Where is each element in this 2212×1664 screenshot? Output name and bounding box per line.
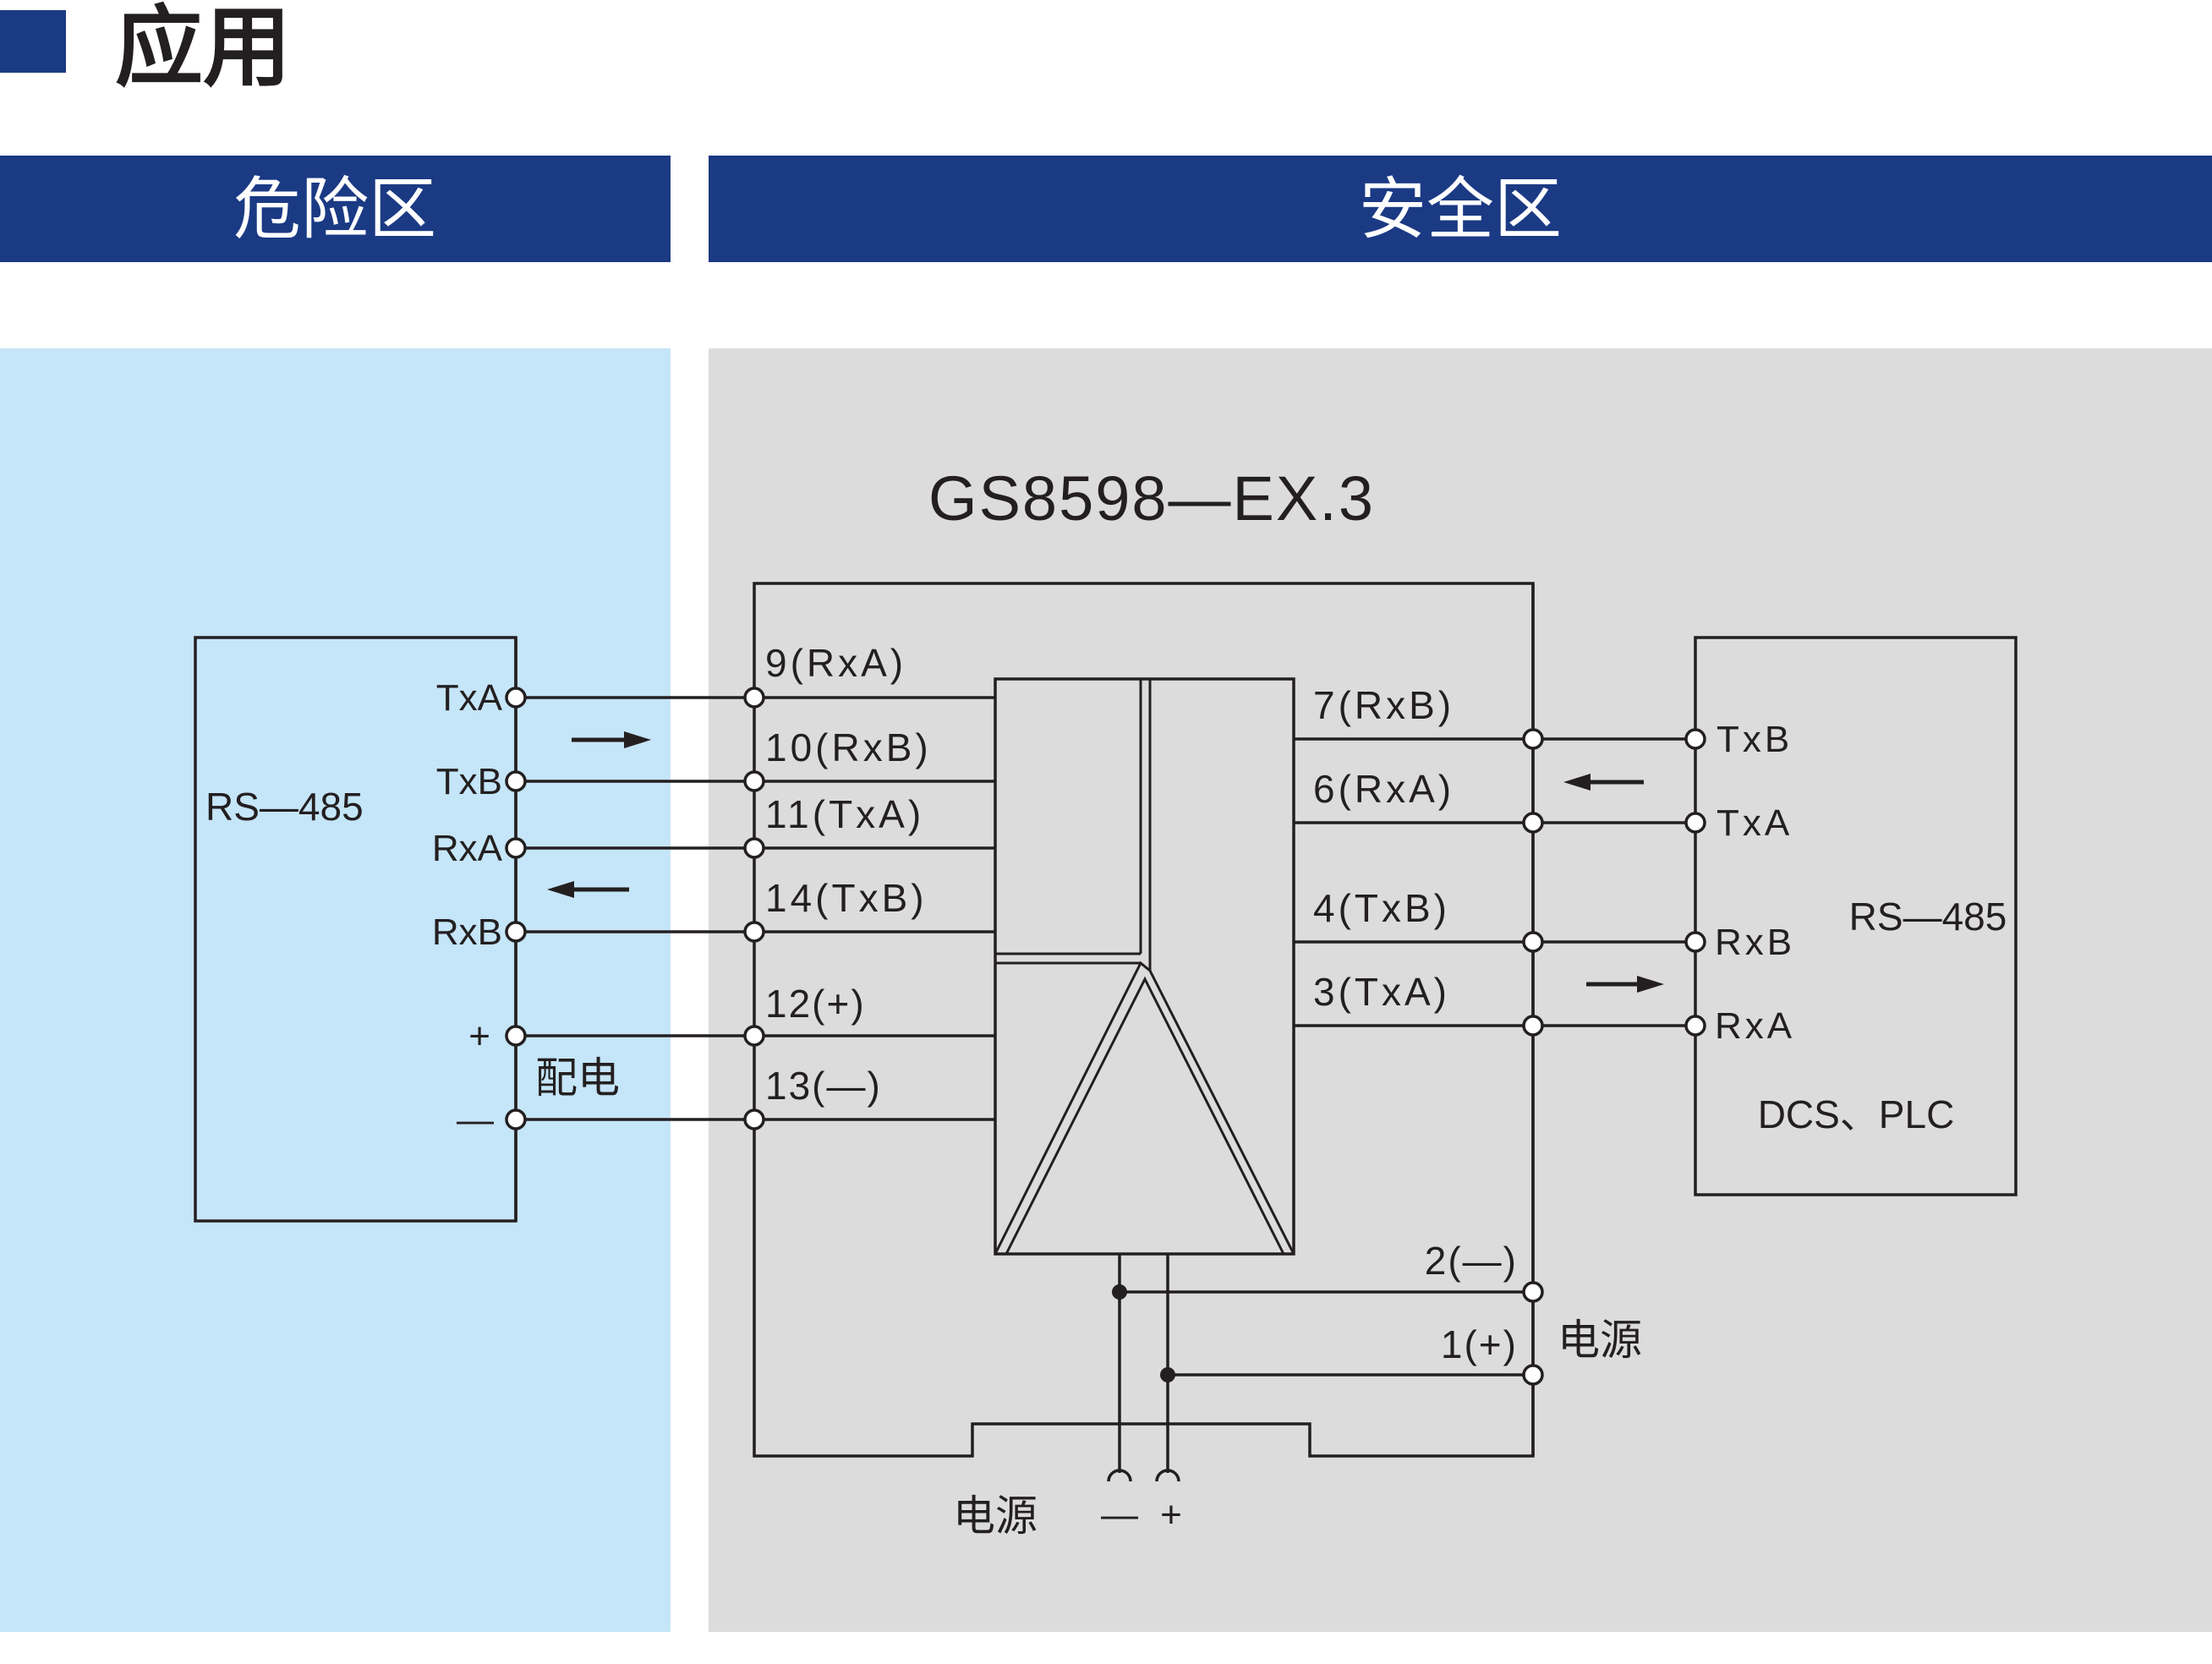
- field-pin-label: RxB: [432, 911, 502, 953]
- host-pin-label: RxA: [1715, 1005, 1795, 1047]
- isolator-terminal-label: 9(RxA): [765, 641, 906, 685]
- field-pin-label: +: [468, 1015, 490, 1057]
- field-pin-label: —: [457, 1099, 494, 1141]
- isolator-terminal-label: 11(TxA): [765, 792, 924, 836]
- bottom-minus-label: —: [1101, 1494, 1138, 1535]
- arrow-right-icon: [1586, 976, 1664, 993]
- hazard-zone-area: [0, 348, 671, 1632]
- bottom-power-label: 电源: [953, 1492, 1038, 1540]
- hazard-zone-label: 危险区: [233, 170, 436, 249]
- transformer-symbol: [1005, 976, 1285, 1255]
- isolator-terminal-label: 6(RxA): [1313, 767, 1454, 811]
- power-terminal-plus: [1155, 1469, 1180, 1482]
- heading-marker: [0, 10, 66, 73]
- safe-zone-label: 安全区: [1359, 170, 1562, 249]
- field-device-name: RS—485: [205, 785, 364, 829]
- host-device-terminals: [1684, 728, 1706, 1037]
- isolator-right-terminals: [1522, 728, 1544, 1386]
- isolator-left-terminals: [743, 687, 765, 1130]
- field-pin-label: TxA: [436, 677, 503, 719]
- isolator-power-label: 电源: [1558, 1316, 1642, 1364]
- hazard-zone-banner: [0, 156, 671, 262]
- host-pin-label: TxA: [1716, 802, 1793, 844]
- isolator-terminal-label: 13(—): [765, 1064, 882, 1108]
- isolator-terminal-label: 1(+): [1441, 1322, 1518, 1366]
- junction-dot: [1112, 1284, 1127, 1300]
- transformer-symbol: [994, 961, 1295, 1255]
- field-pin-label: RxA: [432, 828, 503, 869]
- isolator-terminal-label: 7(RxB): [1313, 683, 1454, 727]
- host-device-subtitle: DCS、PLC: [1758, 1092, 1955, 1136]
- isolator-terminal-label: 14(TxB): [765, 876, 928, 920]
- junction-dot: [1160, 1367, 1175, 1382]
- host-pin-label: RxB: [1715, 922, 1795, 963]
- isolator-terminal-label: 3(TxA): [1313, 970, 1450, 1014]
- safe-zone-banner: [709, 156, 2212, 262]
- host-pin-label: TxB: [1716, 719, 1793, 760]
- bottom-plus-label: +: [1160, 1494, 1182, 1535]
- safe-zone-area: [709, 348, 2212, 1632]
- isolator-module: [994, 677, 1295, 1256]
- field-power-label: 配电: [535, 1054, 620, 1102]
- isolator-terminal-label: 10(RxB): [765, 725, 932, 769]
- model-name: GS8598—EX.3: [928, 463, 1375, 534]
- field-pin-label: TxB: [436, 761, 502, 802]
- arrow-left-icon: [547, 881, 629, 898]
- arrow-left-icon: [1563, 774, 1644, 791]
- page-title: 应用: [115, 0, 291, 99]
- host-device-box: [1694, 636, 2018, 1196]
- isolator-terminal-label: 4(TxB): [1313, 886, 1450, 930]
- isolator-terminal-label: 12(+): [765, 982, 866, 1026]
- arrow-right-icon: [572, 731, 651, 748]
- power-terminal-minus: [1107, 1469, 1132, 1482]
- isolator-terminal-label: 2(—): [1425, 1239, 1518, 1283]
- host-device-name: RS—485: [1849, 895, 2007, 939]
- field-device-terminals: [505, 687, 527, 1130]
